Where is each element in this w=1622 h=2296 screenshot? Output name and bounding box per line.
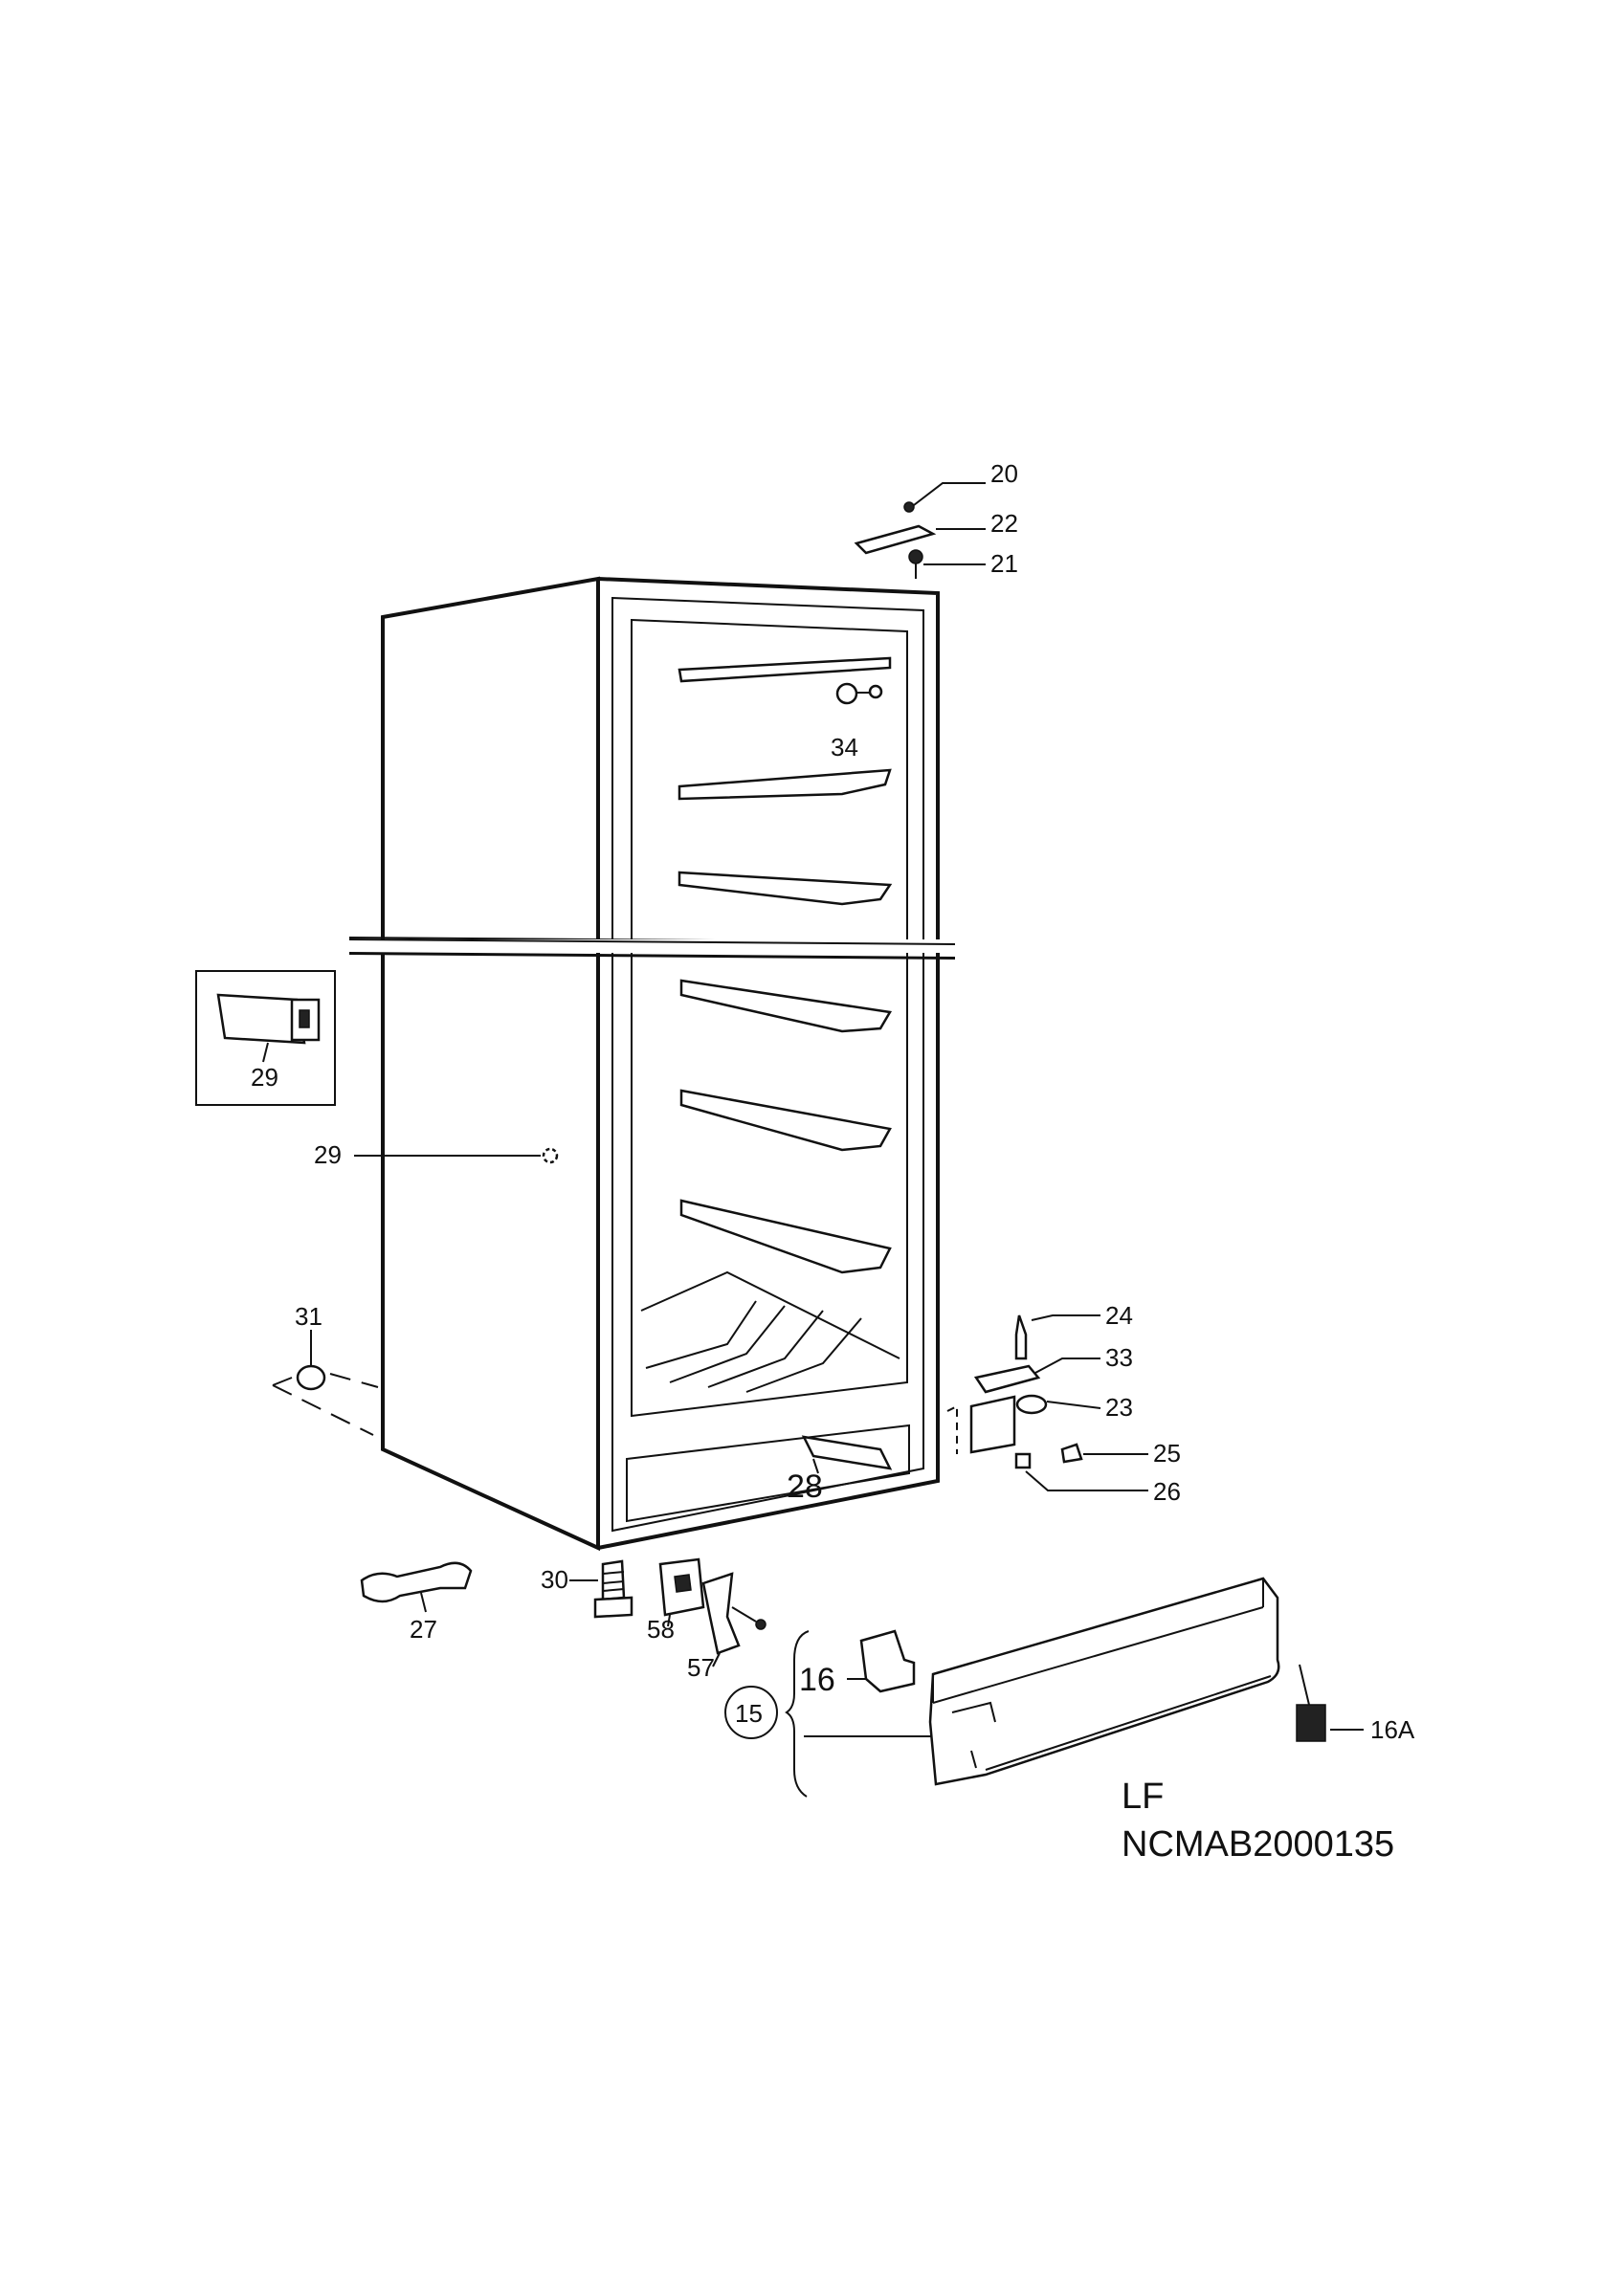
inset-box-29 (195, 970, 336, 1106)
part-30-foot (569, 1559, 633, 1619)
label-30: 30 (541, 1565, 568, 1594)
part-28-bracket (801, 1435, 893, 1474)
label-34: 34 (831, 733, 858, 762)
label-15: 15 (735, 1699, 763, 1728)
label-26: 26 (1153, 1477, 1181, 1506)
label-27: 27 (410, 1615, 437, 1644)
label-22: 22 (990, 509, 1018, 538)
label-20: 20 (990, 459, 1018, 488)
part-58-57-assembly (658, 1557, 767, 1667)
part-27-wrench (360, 1561, 473, 1613)
label-33: 33 (1105, 1343, 1133, 1372)
label-16a: 16A (1370, 1715, 1415, 1744)
shelf-rails (626, 656, 910, 1523)
label-16: 16 (799, 1662, 835, 1698)
label-29-inset: 29 (251, 1063, 278, 1092)
label-23: 23 (1105, 1393, 1133, 1422)
label-21: 21 (990, 549, 1018, 578)
part-34-stud (835, 682, 883, 705)
label-57: 57 (687, 1653, 715, 1682)
kickplate-assembly (724, 1577, 1364, 1798)
label-28: 28 (787, 1468, 823, 1505)
drawing-code: NCMAB2000135 (1122, 1824, 1394, 1865)
label-58: 58 (647, 1615, 675, 1644)
drawing-footer: LF NCMAB2000135 (1122, 1777, 1394, 1865)
label-25: 25 (1153, 1439, 1181, 1468)
part-labels: 20 22 21 34 29 29 31 24 33 23 25 26 28 3… (251, 459, 1415, 1744)
label-24: 24 (1105, 1301, 1133, 1330)
label-31: 31 (295, 1302, 322, 1331)
variant-code: LF (1122, 1777, 1164, 1817)
bottom-hinge-assembly (946, 1314, 1148, 1491)
label-29: 29 (314, 1140, 342, 1169)
top-hinge-assembly (854, 482, 986, 579)
part-31-cap (272, 1330, 379, 1436)
part-29-marker (354, 1147, 559, 1164)
cabinet (348, 576, 956, 1552)
